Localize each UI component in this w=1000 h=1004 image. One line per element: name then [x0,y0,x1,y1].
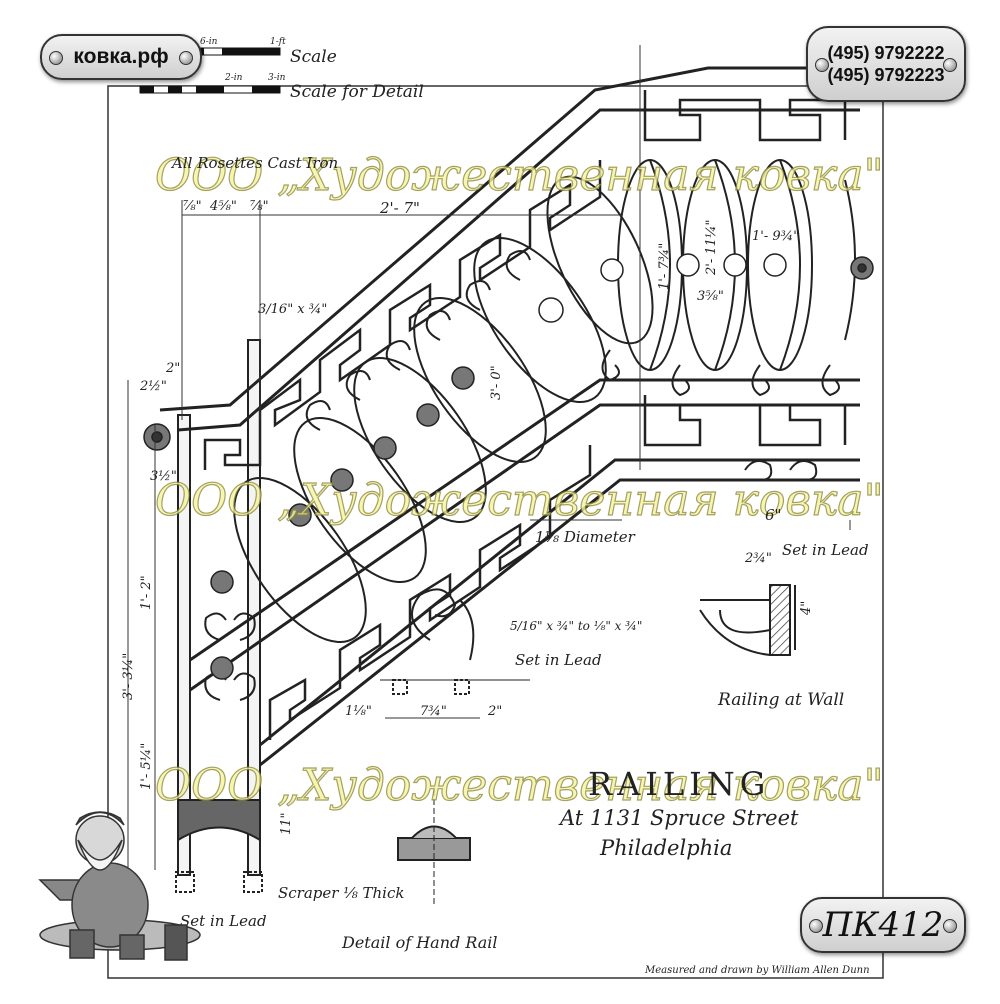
greek-key-upper [203,90,847,470]
note-diameter: 1⅛ Diameter [535,528,636,546]
site-logo-badge[interactable]: ковка.рф [40,34,202,80]
sheet-border [107,85,884,979]
dim-3-5-8: 3⅝" [697,289,724,304]
scale-bars: 6-in 1-ft 2-in 3-in Scale Scale for Deta… [139,37,424,102]
dim-7-8-b: ⅞" [250,199,269,214]
dim-11: 11" [279,812,294,835]
dim-4-5-8: 4⅝" [209,199,237,214]
right-rivet-icon [943,58,957,72]
railing-at-wall-detail [699,584,796,656]
dim-6: 6" [765,506,781,524]
note-rosettes: All Rosettes Cast Iron [170,154,338,172]
scale-tick-2in: 2-in [224,73,243,83]
drawing-subtitle-address: At 1131 Spruce Street [558,806,799,830]
dim-2-7: 2'- 7" [379,199,420,217]
handrail-knobs [538,253,787,323]
scale-tick-1ft: 1-ft [270,37,286,47]
product-code-badge: ПК412 [800,897,966,953]
watermark-2: ООО „Художественная ковка" [155,475,884,526]
note-detail-hand-rail: Detail of Hand Rail [341,933,498,952]
left-rivet-icon [809,919,823,933]
dim-3-3-1-4: 3'- 3¼" [121,653,136,700]
blacksmith-mascot [38,811,201,961]
phone-number-2: (495) 9792223 [827,65,945,85]
right-rivet-icon [179,51,193,65]
note-scraper: Scraper ⅛ Thick [278,884,404,902]
handrail [159,66,860,767]
phone-badge[interactable]: (495) 9792222 (495) 9792223 [806,26,966,102]
dim-7-3-4: 7¾" [420,704,447,719]
dim-1-5-1-4: 1'- 5¼" [139,743,154,790]
dim-5-16: 5/16" x ¾" to ⅛" x ¾" [510,619,642,633]
dim-2-b: 2" [487,704,502,719]
dim-3-0: 3'- 0" [489,365,504,400]
watermark-1: ООО „Художественная ковка" [155,150,884,201]
dim-1-2: 1'- 2" [139,575,154,610]
product-code-text: ПК412 [822,905,944,945]
scale-detail-label: Scale for Detail [290,82,424,102]
handrail-profile-detail [397,790,471,905]
dim-2: 2" [165,361,180,376]
greek-key-lower [268,395,847,740]
dim-1-1-8: 1⅛" [345,704,372,719]
dim-7-8-a: ⅞" [183,199,202,214]
dim-1-7-3-4: 1'- 7¾" [657,243,672,290]
dimension-labels: ⅞" 4⅝" ⅞" 2'- 7" 2" 2½" 3½" 1'- 2" 3'- 3… [121,199,814,835]
left-rivet-icon [815,58,829,72]
dim-4: 4" [799,601,814,616]
dim-3-16x3-4: 3/16" x ¾" [258,302,327,317]
dim-1-9-3-4: 1'- 9¾" [752,229,799,244]
drawing-title: RAILING [588,765,770,803]
wall-bracket [380,679,530,695]
note-railing-at-wall: Railing at Wall [717,690,844,710]
dim-2-11-1-4: 2'- 11¼" [704,220,719,277]
right-rivet-icon [943,919,957,933]
watermark-3: ООО „Художественная ковка" [155,760,884,811]
note-set-in-lead-2: Set in Lead [515,651,602,669]
newel-post [175,339,263,893]
left-rivet-icon [49,51,63,65]
note-set-in-lead-1: Set in Lead [782,541,869,559]
dimension-lines [127,45,851,870]
rosettes [143,256,874,680]
phone-number-1: (495) 9792222 [827,43,945,63]
dim-3-1-2: 3½" [150,469,177,484]
scale-label: Scale [290,47,337,67]
dim-2-1-2: 2½" [139,379,167,394]
drawing-credit: Measured and drawn by William Allen Dunn [644,965,870,976]
ellipse-panels [233,159,813,643]
scale-tick-6in: 6-in [200,37,218,47]
scale-tick-3in: 3-in [268,73,286,83]
drawing-subtitle-city: Philadelphia [599,836,732,860]
site-logo-text: ковка.рф [73,45,169,68]
dim-2-3-4: 2¾" [744,551,772,566]
note-set-in-lead-3: Set in Lead [180,912,267,930]
watermarks: ООО „Художественная ковка" ООО „Художест… [154,149,884,811]
